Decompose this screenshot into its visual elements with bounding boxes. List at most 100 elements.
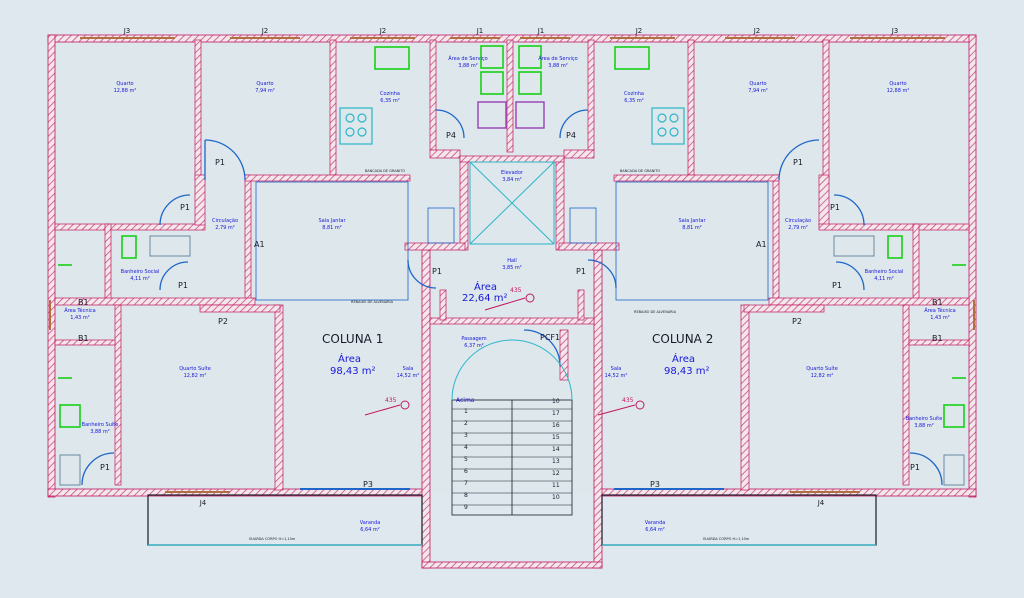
room-names: Quarto 12,88 m² Quarto 7,94 m² Cozinha 6… bbox=[64, 55, 956, 533]
stair-numbers-right: 10 17 16 15 14 13 12 11 10 bbox=[552, 398, 560, 501]
window-tag: J3 bbox=[123, 27, 131, 35]
window-tag: J3 bbox=[891, 27, 899, 35]
room-banheiro-suite-area: 3,88 m² bbox=[914, 423, 934, 429]
notes: BANCADA DE GRANITO BANCADA DE GRANITO RE… bbox=[249, 169, 750, 541]
door-tag: B1 bbox=[932, 334, 943, 343]
varanda bbox=[147, 494, 877, 546]
stair-step-number: 14 bbox=[552, 446, 560, 453]
note-guarda-corpo: GUARDA CORPO H=1,10m bbox=[703, 537, 750, 541]
room-quarto: Quarto bbox=[889, 81, 906, 87]
toilet-icon bbox=[59, 404, 81, 428]
stair-step-number: 13 bbox=[552, 458, 560, 465]
window-tag: J2 bbox=[753, 27, 761, 35]
toilet-icon bbox=[887, 235, 903, 259]
room-quarto-suite: Quarto Suíte bbox=[806, 365, 838, 372]
room-varanda-area: 6,64 m² bbox=[360, 527, 380, 533]
door-tag: P1 bbox=[100, 463, 110, 472]
room-banheiro-social: Banheiro Social bbox=[865, 269, 904, 275]
door-tag: B1 bbox=[78, 298, 89, 307]
door-tag: P1 bbox=[832, 281, 842, 290]
area-labels: Área 98,43 m² Área 98,43 m² Área 22,64 m… bbox=[330, 280, 710, 377]
column-1-title: COLUNA 1 bbox=[322, 332, 383, 346]
stair-step-number: 12 bbox=[552, 470, 560, 477]
door-tag: B1 bbox=[932, 298, 943, 307]
stair-numbers-left: 1 2 3 4 5 6 7 8 9 bbox=[464, 408, 468, 511]
room-passagem-area: 6,37 m² bbox=[464, 343, 484, 349]
room-varanda-area: 6,64 m² bbox=[645, 527, 665, 533]
room-banheiro-social: Banheiro Social bbox=[121, 269, 160, 275]
sink-icon bbox=[374, 46, 410, 70]
room-quarto-suite: Quarto Suíte bbox=[179, 365, 211, 372]
room-banheiro-social-area: 4,11 m² bbox=[874, 276, 894, 282]
room-circulacao-area: 2,79 m² bbox=[215, 225, 235, 231]
level-markers bbox=[364, 293, 645, 416]
column-1-area-label: Área bbox=[338, 352, 361, 365]
stair-step-number: 10 bbox=[552, 494, 560, 501]
stair-step-number: 3 bbox=[464, 432, 468, 439]
stair-step-number: 15 bbox=[552, 434, 560, 441]
level-values: 435 435 435 bbox=[385, 287, 634, 404]
door-tag: P3 bbox=[650, 480, 660, 489]
room-varanda: Varanda bbox=[360, 520, 381, 526]
door-tag: P1 bbox=[178, 281, 188, 290]
pcf-label: PCF1 bbox=[540, 333, 560, 342]
room-area-tecnica: Área Técnica bbox=[64, 307, 96, 314]
door-tag: P1 bbox=[432, 267, 442, 276]
window-tag: J2 bbox=[379, 27, 387, 35]
stair-step-number: 1 bbox=[464, 408, 468, 415]
room-outlines bbox=[255, 181, 769, 301]
room-sala-area: 14,52 m² bbox=[605, 373, 628, 379]
room-sala-area: 14,52 m² bbox=[397, 373, 420, 379]
stair-step-number: 2 bbox=[464, 420, 468, 427]
room-circulacao-area: 2,79 m² bbox=[788, 225, 808, 231]
door-tag: A1 bbox=[254, 240, 265, 249]
stair-step-number: 8 bbox=[464, 492, 468, 499]
door-tag: P4 bbox=[566, 131, 576, 140]
room-circulacao: Circulação bbox=[212, 218, 238, 224]
room-cozinha: Cozinha bbox=[624, 91, 644, 97]
note-bancada: BANCADA DE GRANITO bbox=[365, 169, 406, 173]
column-2-title: COLUNA 2 bbox=[652, 332, 713, 346]
fixtures bbox=[58, 45, 966, 428]
stair-step-number: 5 bbox=[464, 456, 468, 463]
room-quarto: Quarto bbox=[256, 81, 273, 87]
room-hall: Hall bbox=[507, 258, 517, 264]
door-tag: P2 bbox=[218, 317, 228, 326]
room-hall-area: 3,85 m² bbox=[502, 265, 522, 271]
room-elevador: Elevador bbox=[501, 170, 524, 176]
room-area-tecnica-area: 1,43 m² bbox=[930, 315, 950, 321]
level-mark: 435 bbox=[622, 397, 634, 404]
door-tag: P1 bbox=[180, 203, 190, 212]
room-sala-jantar-area: 8,81 m² bbox=[322, 225, 342, 231]
door-tag: P1 bbox=[576, 267, 586, 276]
room-quarto-area: 7,94 m² bbox=[748, 88, 768, 94]
interior-walls bbox=[54, 39, 970, 491]
window-tags: J3 J2 J2 J1 J1 J2 J2 J3 J4 J4 bbox=[123, 27, 899, 507]
stair-step-number: 9 bbox=[464, 504, 468, 511]
stair-step-number: 16 bbox=[552, 422, 560, 429]
room-cozinha: Cozinha bbox=[380, 91, 400, 97]
hall-area-label: Área bbox=[474, 280, 497, 293]
stair-step-number: 11 bbox=[552, 482, 560, 489]
door-tag: P1 bbox=[215, 158, 225, 167]
door-tag: P1 bbox=[910, 463, 920, 472]
laundry-tanks bbox=[477, 101, 545, 129]
door-tag: P4 bbox=[446, 131, 456, 140]
stair-step-number: 4 bbox=[464, 444, 468, 451]
stair bbox=[451, 399, 573, 516]
note-bancada: BANCADA DE GRANITO bbox=[620, 169, 661, 173]
windows bbox=[49, 37, 975, 493]
room-banheiro-social-area: 4,11 m² bbox=[130, 276, 150, 282]
room-quarto-area: 12,88 m² bbox=[887, 88, 910, 94]
door-tag: P3 bbox=[363, 480, 373, 489]
room-area-tecnica: Área Técnica bbox=[924, 307, 956, 314]
room-servico-area: 3,88 m² bbox=[458, 63, 478, 69]
level-mark: 435 bbox=[385, 397, 397, 404]
room-quarto-suite-area: 12,82 m² bbox=[811, 373, 834, 379]
room-varanda: Varanda bbox=[645, 520, 666, 526]
elevator-icon bbox=[469, 161, 555, 245]
room-circulacao: Circulação bbox=[785, 218, 811, 224]
stair-step-number: 7 bbox=[464, 480, 468, 487]
column-labels: COLUNA 1 COLUNA 2 bbox=[322, 332, 713, 346]
